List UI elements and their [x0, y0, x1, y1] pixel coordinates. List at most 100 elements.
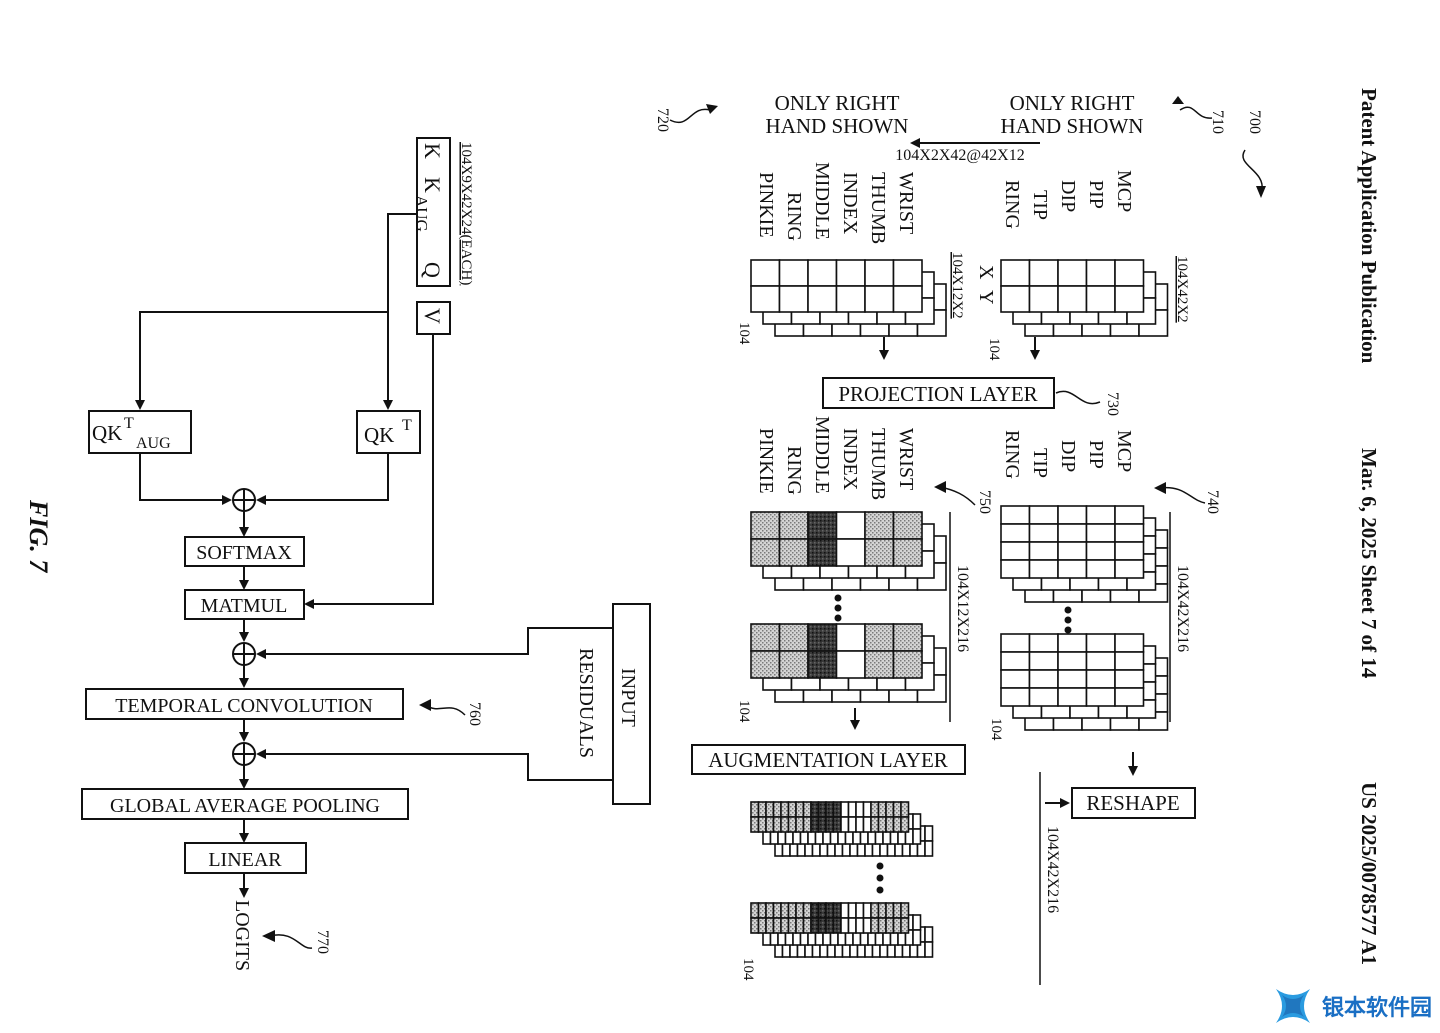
- linear-block: LINEAR: [184, 842, 307, 874]
- joint-label: DIP: [1057, 180, 1079, 212]
- transform-label: 104X2X42@42X12: [895, 147, 1024, 164]
- grid-740-b-cell: [1085, 651, 1116, 671]
- grid-740-b-cell: [1028, 633, 1059, 653]
- grid-augmented-a-cell: [772, 801, 782, 818]
- panel-720-title-2: HAND SHOWN: [766, 114, 909, 138]
- grid-740-b-cell: [1114, 651, 1145, 671]
- grid-augmented-b-cell: [900, 917, 910, 934]
- grid-augmented-a-cell: [757, 816, 767, 833]
- qkt-block: QK T: [356, 410, 421, 454]
- grid-740-a-cell: [1114, 523, 1145, 543]
- finger-label: THUMB: [867, 428, 889, 500]
- grid-740-b-cell: [1028, 669, 1059, 689]
- grid-augmented-b-cell: [885, 917, 895, 934]
- panel-750-depth: 104: [736, 700, 752, 723]
- grid-augmented-b-cell: [780, 917, 790, 934]
- grid-augmented-a-cell: [772, 816, 782, 833]
- grid-750-b-cell: [864, 623, 895, 652]
- grid-augmented-a-cell: [817, 801, 827, 818]
- finger-label: MIDDLE: [811, 162, 833, 240]
- ref-720-arrowhead: [706, 104, 718, 114]
- grid-augmented-b-cell: [847, 902, 857, 919]
- grid-augmented-b-cell: [825, 902, 835, 919]
- grid-740-a-cell: [1085, 559, 1116, 579]
- sum-node-2: [232, 642, 256, 666]
- grid-720-cell: [807, 259, 838, 287]
- kq-block: K K AUG Q: [412, 137, 451, 287]
- ref-750-arrowhead: [934, 481, 946, 493]
- qkt-superscript: T: [402, 417, 412, 434]
- grid-augmented-b-cell: [900, 902, 910, 919]
- ellipsis-740: [1064, 606, 1072, 634]
- grid-augmented-b-cell: [757, 902, 767, 919]
- grid-augmented-a-cell: [862, 801, 872, 818]
- grid-augmented-b-cell: [787, 902, 797, 919]
- sum-node-1: [232, 488, 256, 512]
- grid-augmented-a-cell: [885, 801, 895, 818]
- panel-710-joint-labels: MCP PIP DIP TIP RING: [1001, 170, 1135, 229]
- grid-710-cell: [1085, 285, 1116, 313]
- grid-augmented-b-cell: [810, 902, 820, 919]
- grid-750-a-cell: [864, 538, 895, 567]
- grid-augmented-b-cell: [847, 917, 857, 934]
- k-aug-label: K: [420, 177, 445, 193]
- grid-750-a-cell: [864, 511, 895, 540]
- figure-caption: FIG. 7: [24, 499, 53, 573]
- panel-720-depth: 104: [736, 322, 752, 345]
- ref-740-arrowhead: [1154, 482, 1166, 494]
- grid-augmented-b-cell: [802, 917, 812, 934]
- grid-augmented-a-cell: [795, 801, 805, 818]
- grid-augmented-a-cell: [757, 801, 767, 818]
- grid-710-cell: [1085, 259, 1116, 287]
- softmax-label: SOFTMAX: [196, 542, 292, 564]
- grid-augmented-a-cell: [817, 816, 827, 833]
- watermark: 银本软件园: [1270, 983, 1432, 1029]
- grid-750-b-cell: [892, 650, 923, 679]
- panel-710-dim: 104X42X2: [1174, 256, 1190, 323]
- grid-augmented-a-cell: [870, 801, 880, 818]
- qkt-aug-block: QK T AUG: [88, 410, 192, 454]
- ref-740: 740: [1204, 490, 1221, 514]
- grid-augmented-b-cell: [787, 917, 797, 934]
- grid-740-a-cell: [1114, 505, 1145, 525]
- v-to-matmul: [304, 335, 434, 609]
- panel-750-dim: 104X12X216: [954, 565, 971, 652]
- ref-720: 720: [654, 108, 671, 132]
- k-label: K: [420, 143, 445, 159]
- augmentation-layer-label: AUGMENTATION LAYER: [708, 748, 948, 772]
- reshape-label: RESHAPE: [1086, 791, 1179, 815]
- finger-label: THUMB: [867, 172, 889, 244]
- grid-augmented-a-cell: [832, 816, 842, 833]
- global-average-pooling-block: GLOBAL AVERAGE POOLING: [81, 788, 409, 820]
- grid-augmented-b-cell: [765, 902, 775, 919]
- grid-720-cell: [864, 285, 895, 313]
- ref-700-leader: [1242, 149, 1263, 191]
- ref-730-leader: [1055, 390, 1101, 405]
- grid-710-cell: [1114, 259, 1145, 287]
- grid-augmented-b-cell: [832, 902, 842, 919]
- grid-740-a-cell: [1057, 559, 1088, 579]
- grid-augmented-a-cell: [840, 816, 850, 833]
- finger-label: RING: [783, 192, 805, 241]
- grid-740-b-cell: [1057, 669, 1088, 689]
- grid-augmented-b-cell: [765, 917, 775, 934]
- augmented-depth: 104: [740, 958, 756, 981]
- grid-augmented-b-cell: [817, 902, 827, 919]
- ref-770-arrowhead: [262, 930, 275, 942]
- joint-label: DIP: [1057, 440, 1079, 472]
- grid-augmented-a-cell: [855, 816, 865, 833]
- joint-label: TIP: [1029, 190, 1051, 220]
- panel-750-finger-labels: WRIST THUMB INDEX MIDDLE RING PINKIE: [755, 416, 917, 500]
- grid-augmented-a-back-cell: [924, 825, 934, 842]
- ref-710-leader: [1179, 106, 1213, 119]
- ref-740-leader: [1159, 486, 1206, 504]
- grid-augmented-b-cell: [862, 902, 872, 919]
- grid-augmented-b-cell: [862, 917, 872, 934]
- reshape-block: RESHAPE: [1071, 787, 1196, 819]
- grid-750-a-cell: [835, 511, 866, 540]
- grid-740-a-cell: [1057, 523, 1088, 543]
- grid-augmented-a-cell: [892, 816, 902, 833]
- grid-720-cell: [778, 285, 809, 313]
- grid-augmented-b-back-cell: [924, 926, 934, 943]
